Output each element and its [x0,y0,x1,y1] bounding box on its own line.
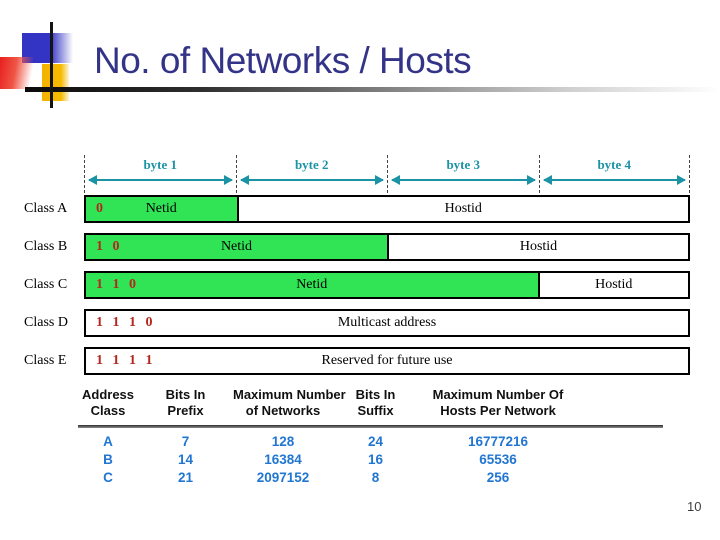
table-header-row: Address Class Bits In Prefix Maximum Num… [78,387,663,419]
byte-label: byte 3 [446,157,481,172]
cell: 8 [371,470,380,485]
class-label: Class C [24,277,68,292]
byte-ruler: byte 1 byte 2 byte 3 byte 4 [84,155,690,193]
leading-bits: 0 [96,201,106,216]
cell: 16777216 [467,434,529,449]
deco-yellow-square [42,64,69,101]
netid-segment: 1 0 Netid [86,235,387,259]
class-e-row: Class E 1 1 1 1 Reserved for future use [0,347,720,375]
class-b-box: 1 0 Netid Hostid [84,233,690,261]
cell: 14 [177,452,194,467]
class-e-box: 1 1 1 1 Reserved for future use [84,347,690,375]
byte-segment-4: byte 4 [538,155,690,193]
class-a-box: 0 Netid Hostid [84,195,690,223]
hostid-segment: Hostid [236,197,689,221]
cell: 21 [177,470,194,485]
cell: 65536 [479,452,517,467]
hostid-segment: Hostid [537,273,689,297]
class-c-box: 1 1 0 Netid Hostid [84,271,690,299]
class-label: Class A [24,201,68,216]
deco-vertical-line [50,22,53,108]
cell: 16 [367,452,384,467]
table-row: C 21 2097152 8 256 [78,469,663,487]
class-d-box: 1 1 1 0 Multicast address [84,309,690,337]
segment-label: Hostid [519,239,558,254]
double-arrow-icon [88,175,232,185]
segment-label: Netid [220,239,253,254]
class-label: Class E [24,353,67,368]
leading-bits: 1 0 [96,239,123,254]
class-a-row: Class A 0 Netid Hostid [0,195,720,223]
cell: 7 [181,434,190,449]
segment-label: Reserved for future use [321,353,453,368]
cell: C [103,470,113,485]
cell: 16384 [264,452,302,467]
col-header-max-networks: Maximum Number of Networks [233,387,346,418]
class-label: Class D [24,315,68,330]
leading-bits: 1 1 0 [96,277,139,292]
page-title: No. of Networks / Hosts [94,40,472,81]
double-arrow-icon [542,175,686,185]
netid-segment: 0 Netid [86,197,237,221]
multicast-segment: 1 1 1 0 Multicast address [86,311,688,335]
title-underline-bar [25,87,720,92]
class-b-row: Class B 1 0 Netid Hostid [0,233,720,261]
table-row: A 7 128 24 16777216 [78,433,663,451]
byte-label: byte 2 [294,157,329,172]
leading-bits: 1 1 1 0 [96,315,156,330]
segment-label: Hostid [444,201,482,216]
byte-label: byte 1 [143,157,178,172]
cell: 128 [271,434,295,449]
cell: 2097152 [256,470,310,485]
segment-label: Netid [145,201,177,216]
double-arrow-icon [391,175,535,185]
table-body: A 7 128 24 16777216 B 14 16384 16 65536 … [78,433,663,487]
cell: 24 [367,434,384,449]
leading-bits: 1 1 1 1 [96,353,156,368]
cell: 256 [486,470,510,485]
col-header-address-class: Address Class [81,387,135,418]
table-header-divider [78,425,663,428]
class-c-row: Class C 1 1 0 Netid Hostid [0,271,720,299]
byte-segment-2: byte 2 [235,155,388,193]
cell: B [103,452,113,467]
class-d-row: Class D 1 1 1 0 Multicast address [0,309,720,337]
cell: A [103,434,113,449]
double-arrow-icon [239,175,384,185]
byte-label: byte 4 [597,157,632,172]
deco-red-square [0,57,33,89]
class-label: Class B [24,239,68,254]
table-row: B 14 16384 16 65536 [78,451,663,469]
byte-segment-1: byte 1 [84,155,236,193]
class-stats-table: Address Class Bits In Prefix Maximum Num… [78,387,663,487]
byte-segment-3: byte 3 [387,155,539,193]
col-header-bits-in-prefix: Bits In Prefix [165,387,206,418]
segment-label: Netid [296,277,328,292]
reserved-segment: 1 1 1 1 Reserved for future use [86,349,688,373]
segment-label: Multicast address [337,315,437,330]
col-header-max-hosts: Maximum Number Of Hosts Per Network [432,387,564,418]
col-header-bits-in-suffix: Bits In Suffix [355,387,396,418]
netid-segment: 1 1 0 Netid [86,273,538,297]
hostid-segment: Hostid [387,235,688,259]
segment-label: Hostid [595,277,633,292]
page-number: 10 [687,499,702,514]
